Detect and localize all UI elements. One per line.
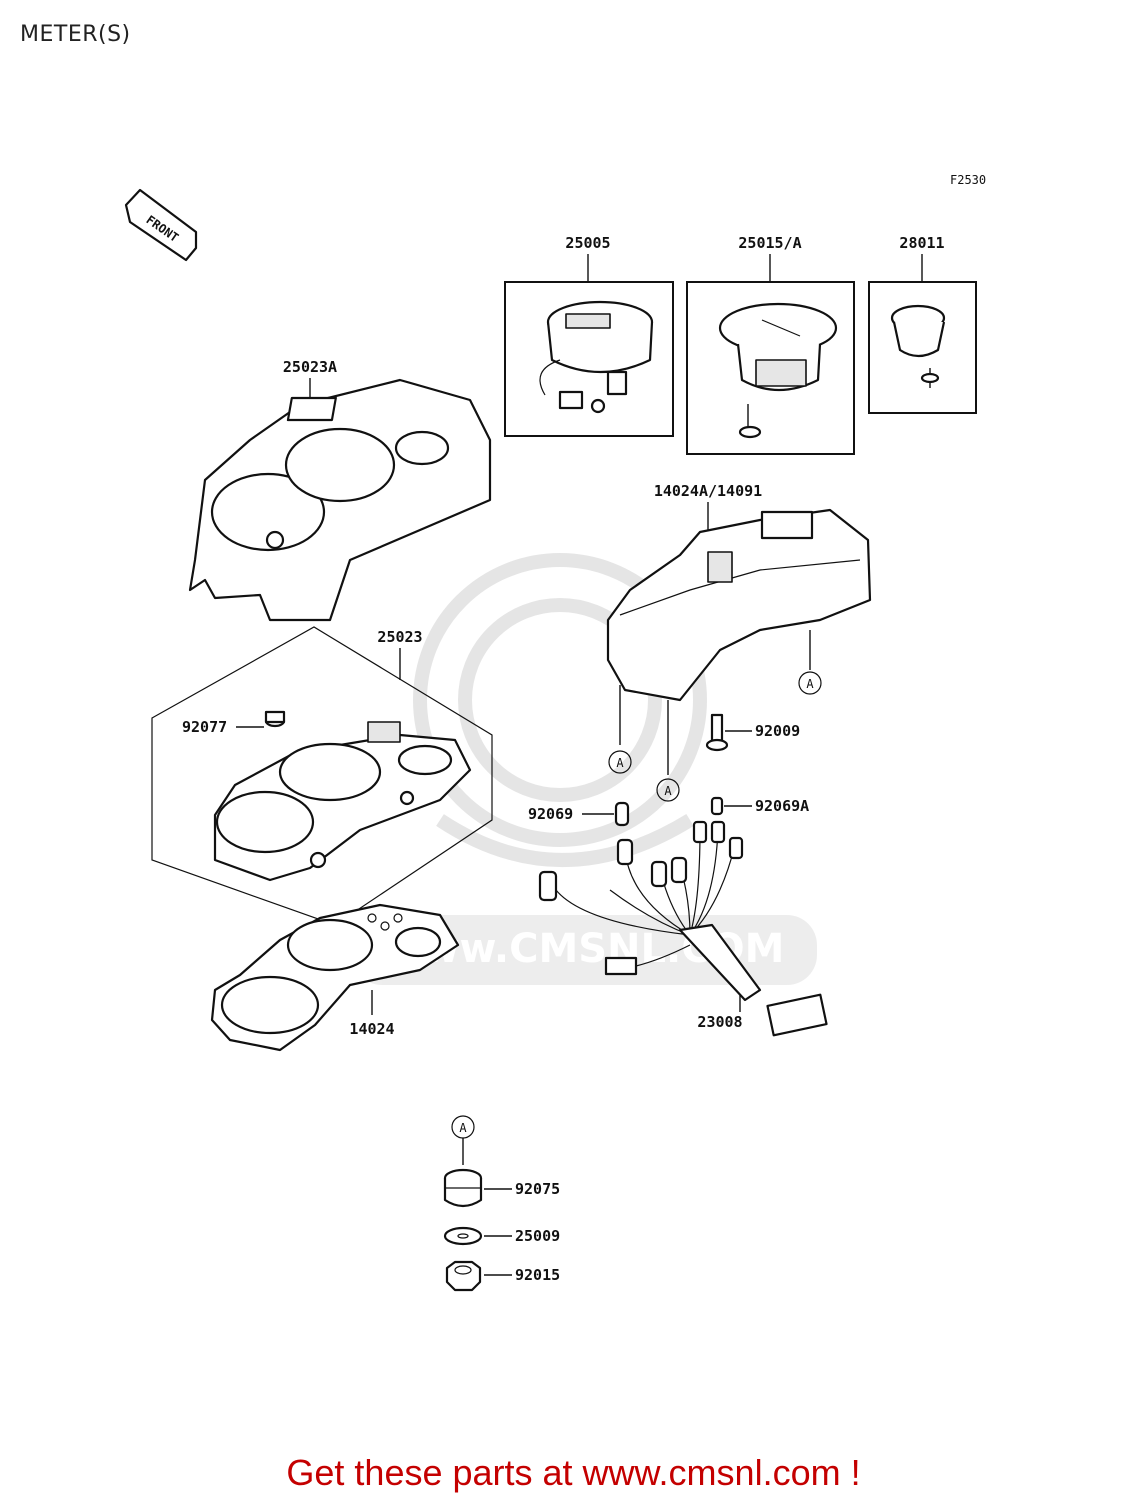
- part-92077-grommet: [264, 710, 286, 728]
- part-label-92069: 92069: [528, 805, 573, 823]
- part-25023A-meter-cover: [188, 378, 492, 622]
- front-arrow-icon: FRONT: [124, 188, 198, 262]
- ref-marker-a-3: A: [798, 671, 822, 695]
- svg-text:A: A: [459, 1121, 467, 1135]
- part-25009-washer: [443, 1226, 483, 1246]
- part-label-23008: 23008: [697, 1013, 742, 1031]
- svg-text:A: A: [616, 756, 624, 770]
- part-box-25005: [504, 281, 674, 437]
- part-label-25023A: 25023A: [283, 358, 337, 376]
- part-label-14024A: 14024A/14091: [654, 482, 762, 500]
- part-28011-gauge: [890, 304, 946, 388]
- svg-text:A: A: [664, 784, 672, 798]
- part-14024A-meter-case: [606, 508, 872, 775]
- part-23008-wire-harness: [538, 820, 828, 1037]
- parts-diagram: www.CMSNL.COM FRONT F2530 25005 25015/A …: [124, 173, 986, 1292]
- ref-marker-a-2: A: [656, 778, 680, 802]
- svg-text:A: A: [806, 677, 814, 691]
- part-label-25023: 25023: [377, 628, 422, 646]
- part-box-25015A: [686, 281, 855, 455]
- part-label-14024: 14024: [349, 1020, 394, 1038]
- footer-link[interactable]: Get these parts at www.cmsnl.com !: [286, 1452, 861, 1493]
- part-label-25015A: 25015/A: [738, 234, 801, 252]
- part-label-25005: 25005: [565, 234, 610, 252]
- part-92075-damper: [443, 1168, 483, 1208]
- part-92009-screw: [705, 713, 729, 752]
- part-25023-meter-lens: [213, 721, 472, 882]
- part-label-28011: 28011: [899, 234, 944, 252]
- part-25005-gauge: [539, 300, 654, 414]
- part-label-25009: 25009: [515, 1227, 560, 1245]
- part-14024-gasket: [210, 903, 460, 1052]
- part-label-92015: 92015: [515, 1266, 560, 1284]
- part-label-92069A: 92069A: [755, 797, 809, 815]
- page-title: METER(S): [20, 22, 131, 47]
- part-label-92009: 92009: [755, 722, 800, 740]
- part-92069A-bulb: [710, 796, 724, 816]
- part-label-92077: 92077: [182, 718, 227, 736]
- ref-marker-a-1: A: [608, 750, 632, 774]
- part-label-92075: 92075: [515, 1180, 560, 1198]
- part-92015-nut: [445, 1260, 482, 1292]
- part-box-25023: [151, 626, 493, 926]
- part-25015A-gauge: [718, 302, 838, 439]
- part-92069-bulb: [614, 801, 630, 827]
- ref-marker-a-4: A: [451, 1115, 475, 1139]
- figure-code: F2530: [950, 173, 986, 187]
- part-box-28011: [868, 281, 977, 414]
